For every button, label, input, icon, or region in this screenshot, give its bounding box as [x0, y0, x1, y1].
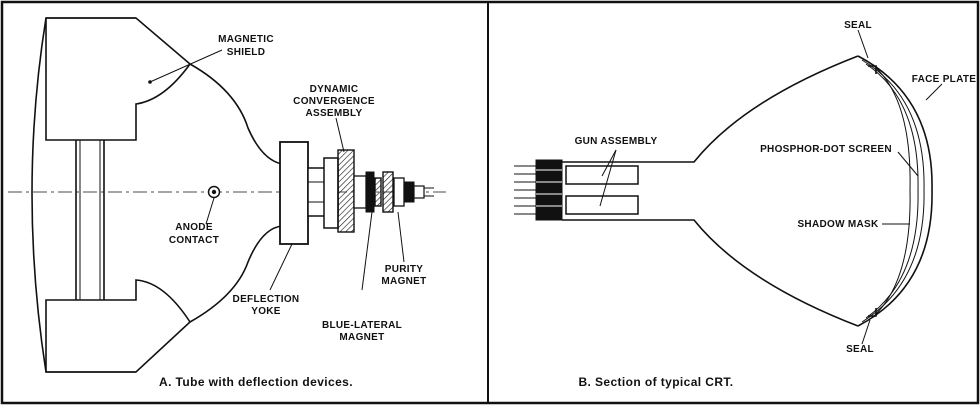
label-blue-lateral-magnet: BLUE-LATERAL [322, 320, 402, 331]
magnetic-shield-upper [45, 17, 192, 141]
phosphor-dot-screen [865, 63, 919, 319]
deflection-yoke [279, 141, 309, 245]
gun-assembly-lower [565, 195, 639, 215]
base-pins [514, 165, 536, 215]
blue-lateral-magnet [365, 171, 375, 213]
label-face-plate: FACE PLATE [912, 74, 977, 85]
caption-a: A. Tube with deflection devices. [159, 375, 353, 389]
label-purity-magnet: PURITY [385, 264, 423, 275]
label-anode-contact: ANODE [175, 222, 213, 233]
label-magnetic-shield-2: SHIELD [227, 47, 265, 58]
seal-bottom-detail [868, 308, 877, 317]
label-purity-magnet-2: MAGNET [381, 276, 426, 287]
funnel-upper [189, 63, 283, 165]
tube-face-curve [31, 17, 47, 373]
label-dynamic-convergence: DYNAMIC [310, 84, 359, 95]
label-shadow-mask: SHADOW MASK [797, 219, 879, 230]
tube-base [403, 181, 415, 203]
face-plate [857, 55, 933, 327]
label-blue-lateral-magnet-2: MAGNET [339, 332, 384, 343]
funnel-lower [189, 225, 283, 323]
label-seal-top: SEAL [844, 20, 872, 31]
dynamic-convergence-mount [323, 157, 339, 229]
crt-base [535, 159, 563, 221]
label-magnetic-shield: MAGNETIC [218, 34, 274, 45]
label-dynamic-convergence-3: ASSEMBLY [305, 108, 362, 119]
dynamic-convergence-assembly [337, 149, 355, 233]
label-deflection-yoke-2: YOKE [251, 306, 281, 317]
label-gun-assembly: GUN ASSEMBLY [575, 136, 658, 147]
magnetic-shield-lower [45, 279, 192, 373]
crt-envelope-upper [562, 55, 859, 163]
label-dynamic-convergence-2: CONVERGENCE [293, 96, 375, 107]
label-phosphor-dot-screen: PHOSPHOR-DOT SCREEN [760, 144, 892, 155]
shadow-mask [873, 65, 911, 317]
caption-b: B. Section of typical CRT. [578, 375, 733, 389]
purity-magnet [382, 171, 394, 213]
seal-top-detail [868, 65, 877, 74]
panel-a-tube-with-deflection-devices: MAGNETIC SHIELD DYNAMIC CONVERGENCE ASSE… [8, 17, 446, 389]
label-seal-bottom: SEAL [846, 344, 874, 355]
label-anode-contact-2: CONTACT [169, 235, 219, 246]
crt-envelope-lower [562, 219, 859, 327]
panel-b-section-of-typical-crt: SEAL SEAL FACE PLATE GUN ASSEMBLY PHOSPH… [514, 20, 976, 389]
label-deflection-yoke: DEFLECTION [233, 294, 300, 305]
